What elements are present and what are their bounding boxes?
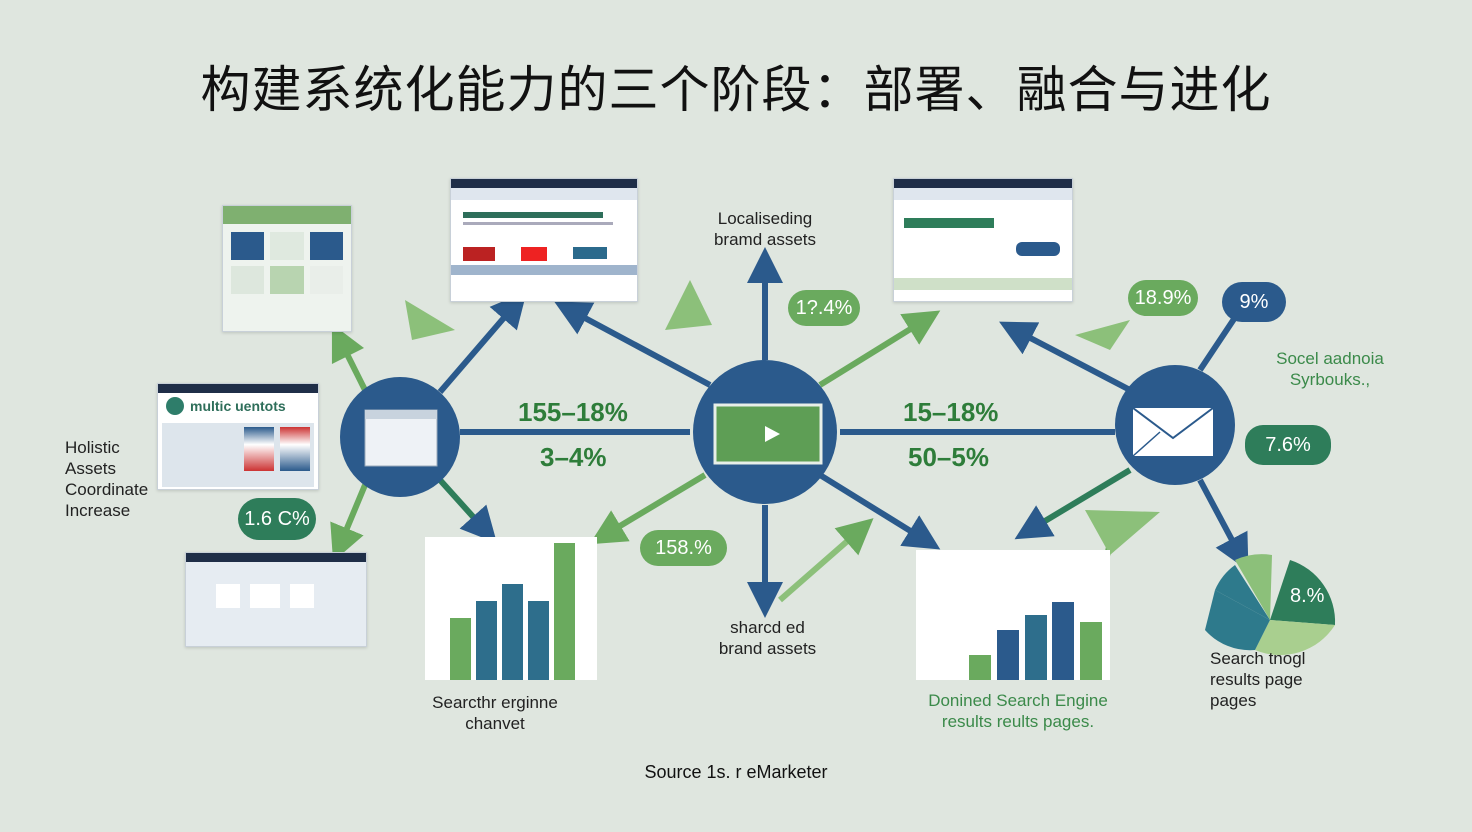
label-line: bramd assets (713, 230, 817, 249)
triangle-decoration (405, 300, 455, 340)
chart-bar (476, 600, 498, 680)
arrow (999, 321, 1132, 393)
label-line: pages (1210, 691, 1257, 710)
browser-window-icon (364, 409, 438, 467)
envelope-icon (1132, 407, 1214, 457)
screen-webpage-right (893, 178, 1073, 302)
chart-bar (1052, 601, 1075, 680)
screen-dashboard (185, 552, 367, 647)
stat-left-top: 155–18% (518, 397, 628, 427)
arrow (1014, 467, 1132, 540)
label-line: brand assets (718, 639, 817, 658)
label-line: Holistic (65, 438, 120, 457)
pill-top-right-green: 18.9% (1128, 280, 1198, 316)
globe-icon (166, 397, 184, 415)
label-social-media: Socel aadnoia Syrbouks., (1255, 348, 1405, 390)
arrow (1197, 478, 1249, 571)
chart-bar (450, 618, 472, 680)
triangle-decoration (1075, 320, 1130, 350)
label-pie: Search tnogl results page pages (1210, 648, 1340, 711)
chart-bar (554, 543, 576, 680)
chart-bar (1079, 621, 1102, 680)
arrow (554, 301, 712, 388)
arrow (331, 323, 368, 392)
screen-webpage-top (450, 178, 638, 302)
label-line: results reults pages. (941, 712, 1095, 731)
bar-chart-left (425, 537, 597, 680)
label-line: Searcthr erginne (432, 693, 558, 712)
screen-multi-content-card: multic uentots (157, 383, 319, 490)
chart-bar (969, 655, 992, 680)
arrow (778, 518, 874, 603)
chart-bar (1024, 615, 1047, 680)
stat-left-bottom: 3–4% (540, 442, 607, 472)
arrow (437, 477, 498, 544)
video-play-icon (713, 403, 823, 465)
label-line: Coordinate (65, 480, 149, 499)
pill-center-lower: 158.% (640, 530, 727, 566)
chart-bar (502, 584, 524, 680)
label-line: Socel aadnoia (1276, 349, 1384, 368)
triangle-decoration (665, 280, 712, 330)
stat-right-top: 15–18% (903, 397, 999, 427)
label-line: Increase (65, 501, 131, 520)
pill-top-right-blue: 9% (1222, 282, 1286, 322)
pill-left-lower: 1.6 C% (238, 498, 316, 540)
label-line: sharcd ed (730, 618, 805, 637)
source-note: Source 1s. r eMarketer (644, 762, 828, 782)
label-line: Localiseding (717, 209, 813, 228)
chart-bar (528, 600, 550, 680)
bar-chart-right (916, 550, 1110, 680)
arrow (330, 483, 368, 562)
arrow (818, 310, 941, 388)
page-title: 构建系统化能力的三个阶段：部署、融合与进化 (200, 61, 1272, 119)
label-search-channel: Searcthr erginne chanvet (415, 692, 575, 734)
label-line: Search tnogl (1210, 649, 1306, 668)
triangle-decoration (1085, 510, 1160, 555)
stat-right-bottom: 50–5% (908, 442, 989, 472)
label-holistic-assets: Holistic Assets Coordinate Increase (65, 437, 165, 521)
screen-thumbnail-grid (222, 205, 352, 332)
label-shared-assets: sharcd ed brand assets (700, 617, 835, 659)
label-search-results: Donined Search Engine results reults pag… (898, 690, 1138, 732)
chart-bar (996, 629, 1020, 680)
label-line: Assets (65, 459, 117, 478)
pill-right-middle: 7.6% (1245, 425, 1331, 465)
arrow (437, 291, 527, 394)
pie-value: 8.% (1290, 585, 1325, 607)
label-localised-assets: Localiseding bramd assets (700, 208, 830, 250)
pill-top-center: 1?.4% (788, 290, 860, 326)
arrow (589, 472, 707, 545)
label-line: chanvet (465, 714, 525, 733)
label-line: Syrbouks., (1289, 370, 1371, 389)
label-line: results page (1210, 670, 1303, 689)
pie-chart (1205, 554, 1336, 656)
arrow (818, 472, 941, 550)
card-title: multic uentots (190, 398, 286, 414)
label-line: Donined Search Engine (928, 691, 1108, 710)
